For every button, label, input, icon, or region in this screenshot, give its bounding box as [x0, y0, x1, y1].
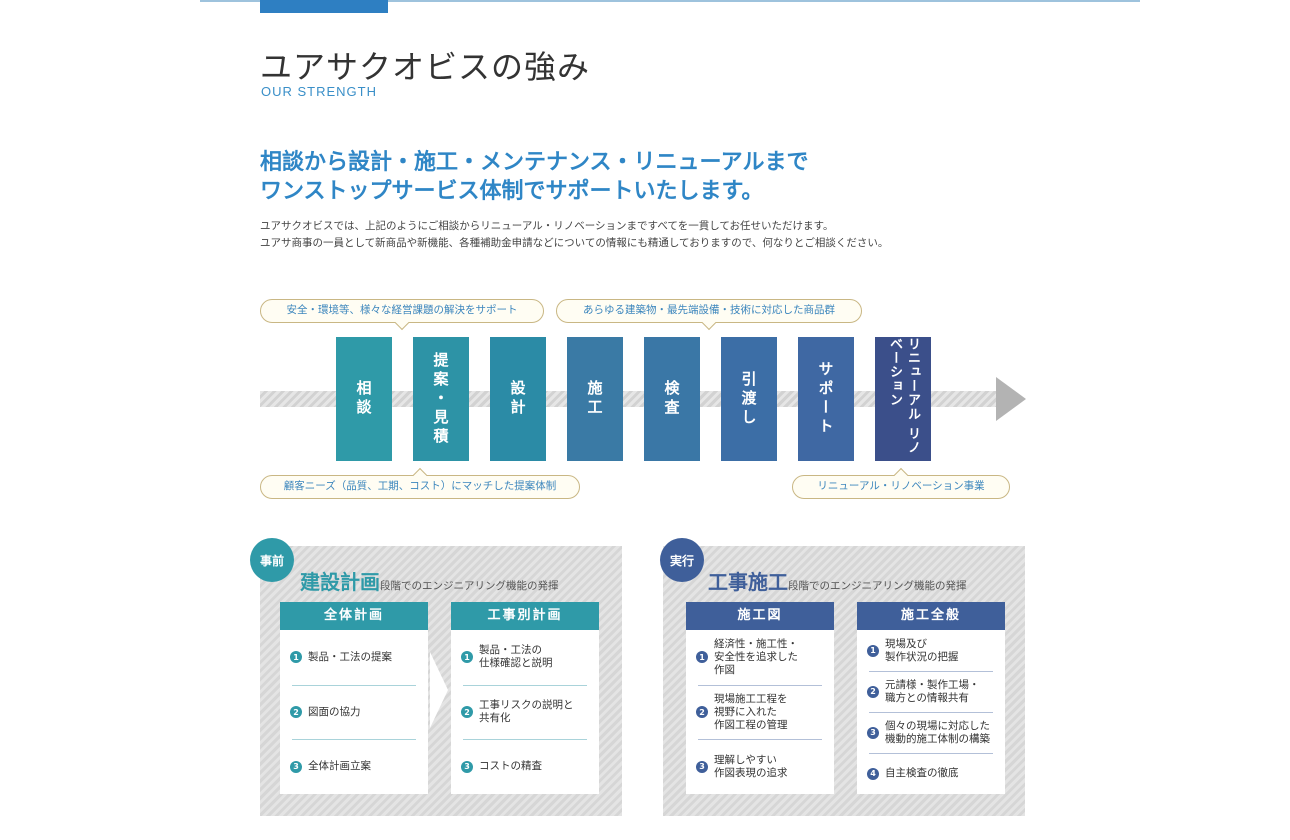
item-number-badge: 3	[290, 760, 302, 773]
card-heading: 全体計画	[280, 602, 428, 630]
item-divider	[463, 739, 587, 741]
card-item: 2 工事リスクの説明と 共有化	[461, 699, 591, 725]
card-item: 1 製品・工法の提案	[290, 651, 420, 664]
card-item: 2 現場施工工程を 視野に入れた 作図工程の管理	[696, 693, 826, 732]
pre-phase-badge: 事前	[250, 538, 294, 582]
card-item-text: コストの精査	[479, 760, 542, 773]
phase-card: 施工全般 1 現場及び 製作状況の把握 2 元請様・製作工場・ 職方との情報共有 3 個々の…	[857, 602, 1005, 794]
item-divider	[698, 739, 822, 741]
card-item: 1 現場及び 製作状況の把握	[867, 638, 997, 664]
intro-line-1: ユアサクオビスでは、上記のようにご相談からリニューアル・リノベーションまですべて…	[260, 220, 834, 232]
panel-connector-arrow	[622, 640, 648, 724]
callout-pointer	[394, 315, 410, 331]
headline: 相談から設計・施工・メンテナンス・リニューアルまで ワンストップサービス体制でサ…	[260, 148, 808, 206]
phase-card: 施工図 1 経済性・施工性・ 安全性を追求した 作図 2 現場施工工程を 視野に入れた …	[686, 602, 834, 794]
card-item: 2 元請様・製作工場・ 職方との情報共有	[867, 679, 997, 705]
card-item-text: 現場及び 製作状況の把握	[885, 637, 959, 663]
headline-line-1: 相談から設計・施工・メンテナンス・リニューアルまで	[260, 150, 809, 175]
card-item-text: 元請様・製作工場・ 職方との情報共有	[885, 678, 980, 704]
card-item-text: 工事リスクの説明と 共有化	[479, 699, 574, 724]
card-heading: 施工図	[686, 602, 834, 630]
top-rule	[200, 0, 1140, 2]
card-item-text: 理解しやすい 作図表現の追求	[714, 753, 788, 779]
callout-top-left-text: 安全・環境等、様々な経営課題の解決をサポート	[286, 304, 518, 316]
process-step: 引渡し	[721, 337, 777, 461]
card-heading: 施工全般	[857, 602, 1005, 630]
callout-bottom-left: 顧客ニーズ（品質、工期、コスト）にマッチした提案体制	[260, 467, 580, 499]
item-divider	[292, 739, 416, 741]
card-item-text: 経済性・施工性・ 安全性を追求した 作図	[714, 637, 798, 676]
pre-phase-heading: 建設計画段階でのエンジニアリング機能の発揮	[300, 566, 559, 595]
intro-text: ユアサクオビスでは、上記のようにご相談からリニューアル・リノベーションまですべて…	[260, 218, 888, 252]
card-heading: 工事別計画	[451, 602, 599, 630]
page-subtitle: OUR STRENGTH	[261, 84, 377, 99]
card-item-text: 製品・工法の 仕様確認と説明	[479, 644, 553, 670]
card-item-text: 全体計画立案	[308, 760, 371, 773]
card-connector-arrow	[430, 652, 448, 728]
phase-card: 工事別計画 1 製品・工法の 仕様確認と説明 2 工事リスクの説明と 共有化 3 コストの精…	[451, 602, 599, 794]
item-number-badge: 2	[696, 706, 708, 718]
item-number-badge: 3	[461, 760, 473, 773]
card-item-text: 個々の現場に対応した 機動的施工体制の構築	[885, 719, 990, 745]
card-item-text: 現場施工工程を 視野に入れた 作図工程の管理	[714, 692, 788, 731]
item-number-badge: 3	[696, 760, 708, 773]
top-accent-bar	[260, 0, 388, 13]
item-number-badge: 1	[867, 644, 879, 657]
headline-line-2: ワンストップサービス体制でサポートいたします。	[260, 179, 764, 204]
callout-top-left: 安全・環境等、様々な経営課題の解決をサポート	[260, 299, 544, 331]
pre-phase-title: 建設計画	[300, 570, 380, 594]
item-number-badge: 1	[290, 651, 302, 664]
callout-top-right: あらゆる建築物・最先端設備・技術に対応した商品群	[556, 299, 862, 331]
card-item: 3 個々の現場に対応した 機動的施工体制の構築	[867, 720, 997, 746]
exec-phase-title-suffix: 段階でのエンジニアリング機能の発揮	[788, 580, 967, 592]
item-divider	[292, 684, 416, 686]
process-step: 設計	[490, 337, 546, 461]
card-item: 4 自主検査の徹底	[867, 767, 997, 780]
item-divider	[698, 684, 822, 686]
item-number-badge: 2	[461, 706, 473, 718]
card-item: 3 全体計画立案	[290, 760, 420, 773]
item-number-badge: 4	[867, 767, 879, 780]
callout-bottom-right: リニューアル・リノベーション事業	[792, 467, 1010, 499]
callout-bottom-left-text: 顧客ニーズ（品質、工期、コスト）にマッチした提案体制	[283, 480, 557, 492]
process-step: サポート	[798, 337, 854, 461]
card-item: 3 コストの精査	[461, 760, 591, 773]
process-step: 検査	[644, 337, 700, 461]
callout-top-right-text: あらゆる建築物・最先端設備・技術に対応した商品群	[583, 304, 835, 316]
item-number-badge: 2	[867, 685, 879, 698]
callout-bottom-right-text: リニューアル・リノベーション事業	[817, 480, 985, 492]
card-item: 3 理解しやすい 作図表現の追求	[696, 754, 826, 780]
process-step: 施工	[567, 337, 623, 461]
item-divider	[869, 671, 993, 672]
process-arrow-head	[996, 377, 1026, 421]
item-number-badge: 1	[461, 651, 473, 664]
card-item-text: 製品・工法の提案	[308, 650, 392, 663]
card-item: 2 図面の協力	[290, 706, 420, 719]
item-number-badge: 3	[867, 726, 879, 739]
phase-card: 全体計画 1 製品・工法の提案 2 図面の協力 3 全体計画立案	[280, 602, 428, 794]
process-step: 相談	[336, 337, 392, 461]
item-divider	[463, 684, 587, 686]
process-step: リニューアル リノベーション	[875, 337, 931, 461]
page-title: ユアサクオビスの強み	[260, 48, 591, 86]
exec-phase-heading: 工事施工段階でのエンジニアリング機能の発揮	[708, 566, 967, 595]
item-divider	[869, 712, 993, 713]
pre-phase-title-suffix: 段階でのエンジニアリング機能の発揮	[380, 580, 559, 592]
item-number-badge: 1	[696, 651, 708, 664]
card-item-text: 図面の協力	[308, 705, 361, 718]
exec-phase-title: 工事施工	[708, 570, 788, 594]
card-item: 1 経済性・施工性・ 安全性を追求した 作図	[696, 638, 826, 677]
intro-line-2: ユアサ商事の一員として新商品や新機能、各種補助金申請などについての情報にも精通し…	[260, 237, 889, 249]
card-item: 1 製品・工法の 仕様確認と説明	[461, 644, 591, 670]
item-number-badge: 2	[290, 706, 302, 718]
callout-pointer	[701, 315, 717, 331]
item-divider	[869, 753, 993, 754]
exec-phase-badge: 実行	[660, 538, 704, 582]
process-step: 提案・見積	[413, 337, 469, 461]
card-item-text: 自主検査の徹底	[885, 767, 959, 779]
